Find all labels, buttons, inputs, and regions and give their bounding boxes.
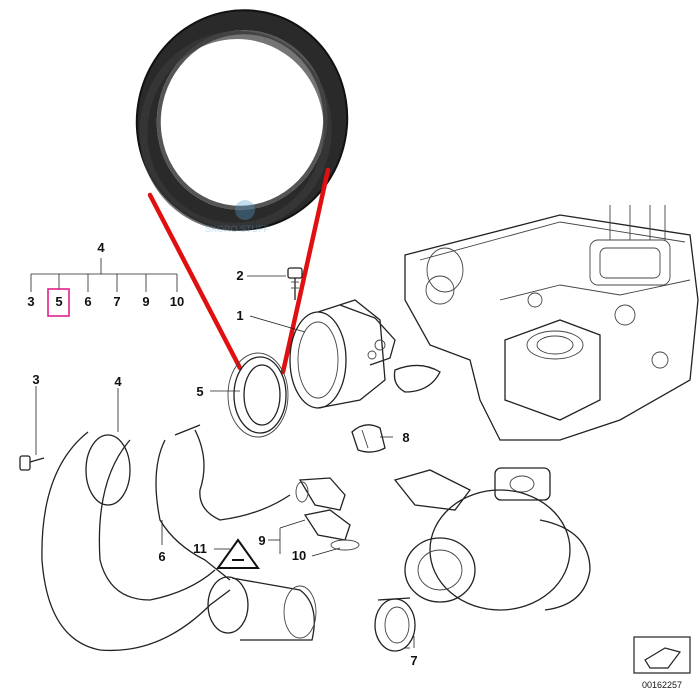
selected-part-highlight bbox=[47, 288, 70, 317]
callout-7-top: 7 bbox=[113, 294, 120, 309]
bracket-clip-icon bbox=[351, 424, 386, 453]
callout-7-bottom: 7 bbox=[410, 653, 417, 668]
leader-lines bbox=[35, 275, 415, 649]
callout-6-mid: 6 bbox=[158, 549, 165, 564]
seal-ring-icon bbox=[227, 352, 289, 438]
warning-triangle-label-icon bbox=[216, 538, 260, 569]
watermark-logo: SKORO STUFF bbox=[205, 200, 270, 234]
callout-8: 8 bbox=[402, 430, 409, 445]
callout-2: 2 bbox=[236, 268, 243, 283]
throttle-housing-icon bbox=[289, 299, 396, 409]
callout-3-left: 3 bbox=[32, 372, 39, 387]
bolt-icon bbox=[287, 267, 303, 300]
diagram-number: 00162257 bbox=[642, 680, 682, 690]
callout-4-top: 4 bbox=[97, 240, 105, 255]
callout-11: 11 bbox=[193, 541, 207, 556]
arrow-corner-icon bbox=[633, 636, 691, 674]
bolt-left-icon bbox=[19, 455, 45, 471]
seal-ring-zoom-icon bbox=[135, 9, 349, 231]
callout-9-mid: 9 bbox=[258, 533, 265, 548]
zoom-line-right bbox=[280, 167, 331, 375]
callout-3-top: 3 bbox=[27, 294, 34, 309]
vacuum-fitting-icon bbox=[295, 477, 360, 551]
callout-9-top: 9 bbox=[142, 294, 149, 309]
turbocharger-icon bbox=[374, 467, 591, 652]
callout-6-top: 6 bbox=[84, 294, 91, 309]
callout-5-mid: 5 bbox=[196, 384, 203, 399]
watermark-text: SKORO STUFF bbox=[205, 224, 270, 234]
engine-cylinder-head-icon bbox=[393, 205, 699, 441]
callout-10-top: 10 bbox=[170, 294, 184, 309]
charge-air-hose-icon bbox=[41, 424, 317, 652]
callout-4-left: 4 bbox=[114, 374, 122, 389]
callout-5-top[interactable]: 5 bbox=[55, 294, 62, 309]
callout-10-mid: 10 bbox=[292, 548, 306, 563]
callout-tree bbox=[30, 258, 178, 317]
zoom-line-left bbox=[147, 192, 243, 371]
callout-1: 1 bbox=[236, 308, 243, 323]
